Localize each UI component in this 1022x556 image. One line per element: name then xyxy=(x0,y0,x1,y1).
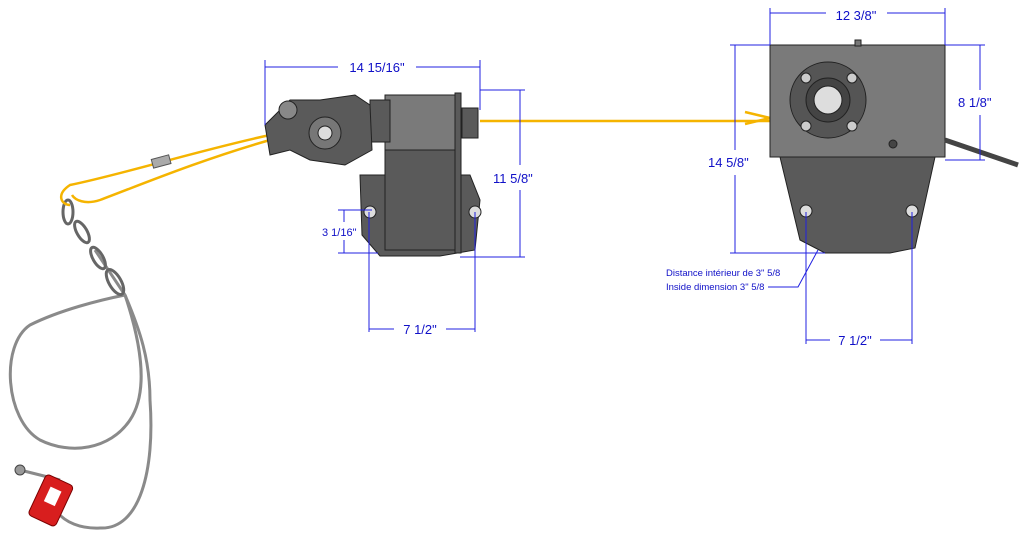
yellow-cable xyxy=(60,110,771,207)
right-hole-spacing-label: 7 1/2" xyxy=(838,333,872,348)
steel-cable xyxy=(8,249,153,530)
right-unit xyxy=(769,39,1019,254)
note-french: Distance intérieur de 3" 5/8 xyxy=(666,268,780,279)
right-box-height-label: 8 1/8" xyxy=(958,95,992,110)
note-english: Inside dimension 3" 5/8 xyxy=(666,282,764,293)
left-width-label: 14 15/16" xyxy=(349,60,405,75)
left-hole-spacing-label: 7 1/2" xyxy=(403,322,437,337)
chain-links xyxy=(61,198,126,296)
left-unit xyxy=(264,92,482,257)
cable-ferrule xyxy=(150,154,172,169)
right-width-label: 12 3/8" xyxy=(836,8,877,23)
dimension-labels: 14 15/16" 11 5/8" 3 1/16" 7 1/2" 12 3/8"… xyxy=(322,8,992,348)
left-height-label: 11 5/8" xyxy=(493,171,533,186)
right-height-label: 14 5/8" xyxy=(708,155,749,170)
left-hole-height-label: 3 1/16" xyxy=(322,227,357,239)
release-handle xyxy=(14,464,74,527)
dimension-lines xyxy=(264,8,985,344)
